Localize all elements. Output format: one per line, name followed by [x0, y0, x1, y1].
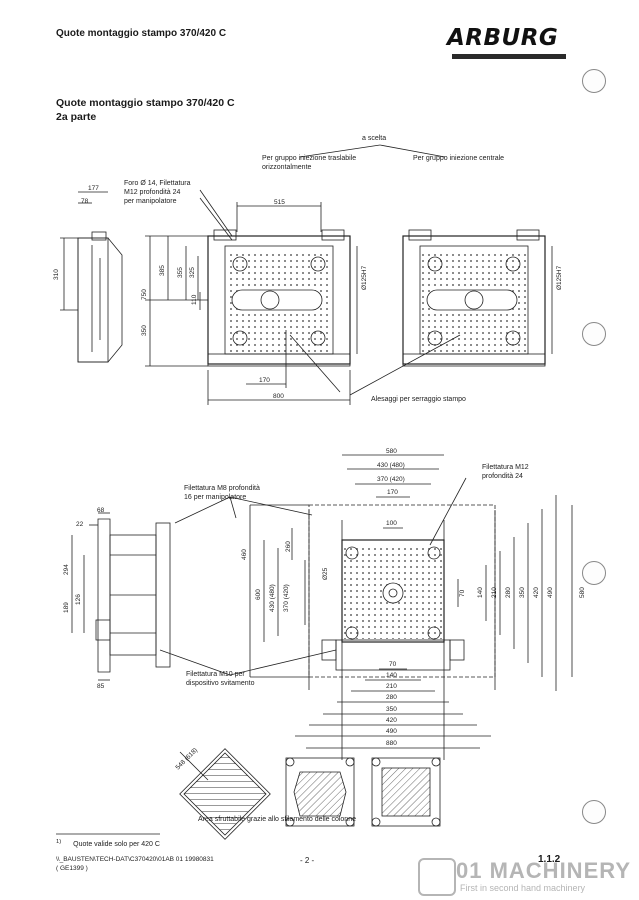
dim-800: 800 — [273, 393, 284, 400]
dim-189: 189 — [63, 602, 70, 613]
dim-880-h: 880 — [386, 740, 397, 747]
section-title: Quote montaggio stampo 370/420 C 2a part… — [56, 96, 235, 124]
footnote-text: Quote valide solo per 420 C — [73, 841, 160, 849]
dim-22: 22 — [76, 521, 84, 528]
dim-125h7: Ø125H7 — [361, 265, 368, 290]
dim-370-420: 370 (420) — [377, 476, 405, 483]
dim-280-vert: 280 — [505, 587, 512, 598]
note-foro-line1: Foro Ø 14, Filettatura — [124, 180, 191, 187]
dim-430-vert: 430 (480) — [269, 584, 276, 612]
dim-750: 750 — [141, 289, 148, 300]
dim-78: 78 — [81, 198, 89, 205]
note-m8-line2: 16 per manipolatore — [184, 494, 247, 501]
dim-70-h: 70 — [389, 661, 397, 668]
dim-515: 515 — [274, 199, 285, 206]
dim-370-vert: 370 (420) — [283, 584, 290, 612]
dim-350-h: 350 — [386, 706, 397, 713]
note-m8-line1: Filettatura M8 profondità — [184, 485, 260, 492]
dim-310: 310 — [53, 269, 60, 280]
platen-front-2 — [402, 235, 546, 365]
dim-490-h: 490 — [386, 728, 397, 735]
dim-110: 110 — [191, 294, 198, 305]
dim-325: 325 — [189, 267, 196, 278]
dim-420-vert: 420 — [533, 587, 540, 598]
footer-code: ( GE1399 ) — [56, 865, 88, 872]
note-centrale: Per gruppo iniezione centrale — [413, 155, 505, 162]
logo-text: ARBURG — [447, 25, 559, 51]
area-diagram-2 — [285, 757, 355, 827]
footnote: 1) Quote valide solo per 420 C — [56, 838, 160, 849]
note-foro: Foro Ø 14, Filettatura M12 profondità 24… — [124, 179, 191, 206]
footnote-marker: 1) — [56, 839, 62, 845]
dim-385: 385 — [159, 265, 166, 276]
note-filettatura-m12: Filettatura M12 profondità 24 — [482, 463, 529, 481]
dim-580-vert: 580 — [579, 587, 586, 598]
area-diagram-3 — [371, 757, 441, 827]
area-diagram-1 — [179, 748, 271, 840]
watermark-tagline: First in second hand machinery — [460, 883, 586, 893]
side-view-top — [77, 237, 109, 363]
dim-85: 85 — [97, 683, 105, 690]
note-foro-line2: M12 profondità 24 — [124, 189, 181, 196]
dim-140-h: 140 — [386, 672, 397, 679]
dim-600: 600 — [255, 589, 262, 600]
dim-125h7-b: Ø125H7 — [556, 265, 563, 290]
dim-210-vert: 210 — [491, 587, 498, 598]
header-title: Quote montaggio stampo 370/420 C — [56, 28, 227, 39]
dim-490-vert: 490 — [547, 587, 554, 598]
note-m12-line2: profondità 24 — [482, 473, 523, 480]
dim-260: 260 — [285, 541, 292, 552]
note-foro-line3: per manipolatore — [124, 198, 177, 205]
section-title-line1: Quote montaggio stampo 370/420 C — [56, 97, 235, 109]
note-traslabile: Per gruppo iniezione traslabile orizzont… — [262, 155, 357, 171]
dim-140-vert: 140 — [477, 587, 484, 598]
binder-hole-upper — [582, 322, 606, 346]
watermark-logo-icon — [418, 858, 456, 896]
note-filettatura-m10: Filettatura M10 per dispositivo svitamen… — [186, 670, 254, 688]
dim-210-h: 210 — [386, 683, 397, 690]
dim-68: 68 — [97, 507, 105, 514]
section-title-line2: 2a parte — [56, 111, 97, 123]
note-area: Area sfruttabile grazie allo sfilamento … — [198, 816, 356, 823]
dim-170: 170 — [259, 377, 270, 384]
dim-350-vert: 350 — [519, 587, 526, 598]
dim-294: 294 — [63, 564, 70, 575]
watermark-brand: 01 MACHINERY — [456, 858, 631, 883]
note-filettatura-m8: Filettatura M8 profondità 16 per manipol… — [184, 484, 260, 502]
dim-350: 350 — [141, 325, 148, 336]
dim-126: 126 — [75, 594, 82, 605]
footer-path: \\_BAUSTEN\TECH-DAT\C370420\01AB 01 1998… — [56, 856, 214, 863]
note-m12-line1: Filettatura M12 — [482, 464, 529, 471]
dim-430-480: 430 (480) — [377, 462, 405, 469]
dim-170-b: 170 — [387, 489, 398, 496]
arburg-logo: ARBURG — [447, 25, 567, 59]
binder-hole-lower — [582, 561, 606, 585]
dim-100: 100 — [386, 520, 397, 527]
note-m10-line2: dispositivo svitamento — [186, 680, 255, 687]
dim-355: 355 — [177, 267, 184, 278]
binder-hole-top — [582, 69, 606, 93]
note-alesaggi: Alesaggi per serraggio stampo — [371, 396, 466, 403]
dim-460: 460 — [241, 549, 248, 560]
note-m10-line1: Filettatura M10 per — [186, 671, 245, 678]
dim-580: 580 — [386, 448, 397, 455]
note-a-scelta: a scelta — [362, 135, 387, 142]
page-number: - 2 - — [300, 856, 315, 865]
dim-420-h: 420 — [386, 717, 397, 724]
side-view-bottom — [97, 518, 111, 673]
dim-70-vert: 70 — [459, 589, 466, 597]
binder-hole-bottom — [582, 800, 606, 824]
dim-280-h: 280 — [386, 694, 397, 701]
section-number: 1.1.2 — [538, 854, 561, 865]
logo-underline — [452, 54, 566, 59]
dim-25: Ø25 — [322, 567, 329, 580]
dim-177: 177 — [88, 185, 99, 192]
